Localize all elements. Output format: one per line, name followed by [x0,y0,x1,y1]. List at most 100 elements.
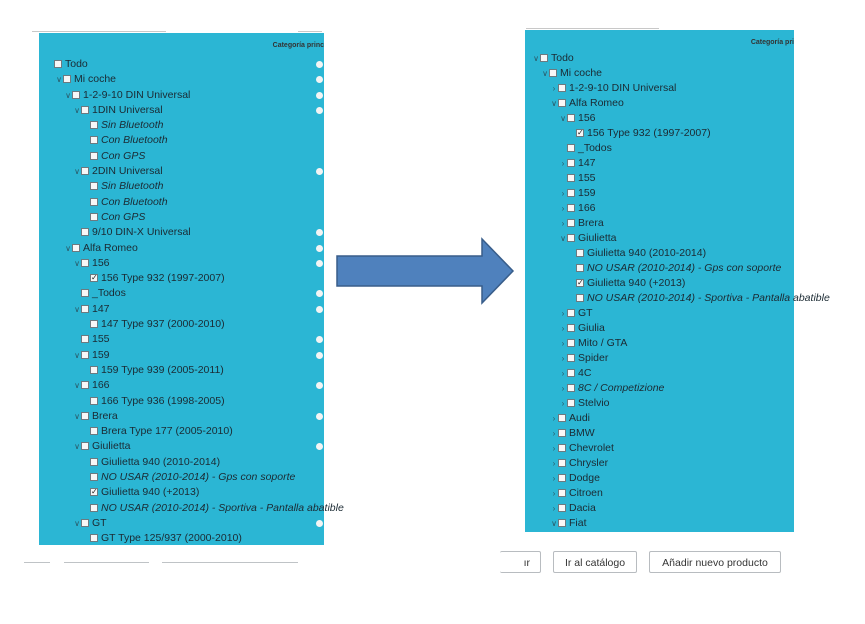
tree-row[interactable]: ∨Giulietta [39,439,324,454]
checkbox-icon[interactable] [567,309,575,317]
checkbox-icon[interactable] [558,459,566,467]
tree-row[interactable]: _Todos [525,141,794,156]
chevron-right-icon[interactable]: › [552,429,556,438]
checkbox-icon[interactable] [558,429,566,437]
tree-row[interactable]: Sin Bluetooth [39,179,324,194]
chevron-right-icon[interactable]: › [561,189,565,198]
radio-icon[interactable] [316,229,323,237]
checkbox-checked-icon[interactable]: ✓ [90,487,98,497]
checkbox-icon[interactable] [558,99,566,107]
checkbox-icon[interactable] [567,324,575,332]
chevron-down-icon[interactable]: ∨ [74,411,80,421]
checkbox-icon[interactable] [81,518,89,527]
radio-icon[interactable] [316,91,323,99]
checkbox-icon[interactable] [567,399,575,407]
tree-row[interactable]: Giulietta 940 (2010-2014) [39,455,324,470]
checkbox-icon[interactable] [90,197,98,206]
chevron-down-icon[interactable]: ∨ [533,54,539,63]
checkbox-icon[interactable] [567,144,575,152]
checkbox-icon[interactable] [90,212,98,221]
checkbox-icon[interactable] [558,84,566,92]
tree-row[interactable]: ∨156 [39,256,324,271]
checkbox-icon[interactable] [90,121,98,130]
tree-row[interactable]: ∨156 [525,111,794,126]
tree-row[interactable]: Con GPS [39,210,324,225]
chevron-right-icon[interactable]: › [552,444,556,453]
tree-row[interactable]: ∨Todo [525,51,794,66]
partial-button[interactable]: ır [500,551,541,573]
radio-icon[interactable] [316,106,323,114]
checkbox-icon[interactable] [567,354,575,362]
radio-icon[interactable] [316,336,323,344]
chevron-right-icon[interactable]: › [552,459,556,468]
chevron-down-icon[interactable]: ∨ [65,243,71,253]
tree-row[interactable]: ∨Giulietta [525,231,794,246]
checkbox-icon[interactable] [567,369,575,377]
chevron-down-icon[interactable]: ∨ [74,167,80,177]
chevron-right-icon[interactable]: › [552,474,556,483]
radio-icon[interactable] [316,61,323,68]
chevron-right-icon[interactable]: › [561,159,565,168]
checkbox-icon[interactable] [567,339,575,347]
checkbox-icon[interactable] [558,519,566,527]
chevron-right-icon[interactable]: › [552,84,556,93]
chevron-right-icon[interactable]: › [561,309,565,318]
checkbox-icon[interactable] [567,189,575,197]
chevron-right-icon[interactable]: › [561,339,565,348]
tree-row[interactable]: ✓Giulietta 940 (+2013) [525,276,794,291]
tree-row[interactable]: ∨Brera [39,409,324,424]
tree-row[interactable]: ›Dacia [525,501,794,516]
tree-row[interactable]: ✓156 Type 932 (1997-2007) [39,271,324,286]
checkbox-icon[interactable] [567,204,575,212]
chevron-down-icon[interactable]: ∨ [74,258,80,268]
checkbox-checked-icon[interactable]: ✓ [90,273,98,283]
chevron-right-icon[interactable]: › [552,504,556,513]
tree-row[interactable]: ∨159 [39,348,324,363]
tree-row[interactable]: ›Chevrolet [525,441,794,456]
chevron-down-icon[interactable]: ∨ [74,105,80,115]
checkbox-icon[interactable] [72,243,80,252]
tree-row[interactable]: ›Citroen [525,486,794,501]
chevron-down-icon[interactable]: ∨ [551,99,557,108]
checkbox-icon[interactable] [90,473,98,482]
checkbox-icon[interactable] [576,294,584,302]
checkbox-icon[interactable] [81,167,89,176]
chevron-right-icon[interactable]: › [552,489,556,498]
tree-row[interactable]: 155 [525,171,794,186]
tree-row[interactable]: ›147 [525,156,794,171]
tree-row[interactable]: Todo [39,57,324,72]
checkbox-icon[interactable] [558,489,566,497]
checkbox-icon[interactable] [567,234,575,242]
checkbox-icon[interactable] [558,414,566,422]
tree-row[interactable]: ›8C / Competizione [525,381,794,396]
checkbox-icon[interactable] [81,105,89,114]
tree-row[interactable]: ›Audi [525,411,794,426]
tree-row[interactable]: ›BMW [525,426,794,441]
tree-row[interactable]: 9/10 DIN-X Universal [39,225,324,240]
tree-row[interactable]: ›Brera [525,216,794,231]
chevron-right-icon[interactable]: › [561,204,565,213]
tree-row[interactable]: ›Stelvio [525,396,794,411]
checkbox-icon[interactable] [81,335,89,344]
chevron-down-icon[interactable]: ∨ [542,69,548,78]
checkbox-icon[interactable] [567,159,575,167]
tree-row[interactable]: Con GPS [39,149,324,164]
radio-icon[interactable] [316,443,323,451]
checkbox-icon[interactable] [576,249,584,257]
checkbox-icon[interactable] [81,411,89,420]
checkbox-checked-icon[interactable]: ✓ [576,128,584,137]
tree-row[interactable]: ∨147 [39,302,324,317]
checkbox-icon[interactable] [90,136,98,145]
chevron-right-icon[interactable]: › [561,384,565,393]
tree-row[interactable]: GT Type 125/937 (2000-2010) [39,531,324,546]
tree-row[interactable]: ∨Alfa Romeo [39,241,324,256]
radio-icon[interactable] [316,168,323,176]
tree-row[interactable]: ∨166 [39,378,324,393]
checkbox-icon[interactable] [63,75,71,84]
tree-row[interactable]: ∨Alfa Romeo [525,96,794,111]
tree-row[interactable]: ✓156 Type 932 (1997-2007) [525,126,794,141]
tree-row[interactable]: NO USAR (2010-2014) - Sportiva - Pantall… [525,291,830,306]
checkbox-icon[interactable] [81,289,89,298]
tree-row[interactable]: ›166 [525,201,794,216]
checkbox-icon[interactable] [90,503,98,512]
